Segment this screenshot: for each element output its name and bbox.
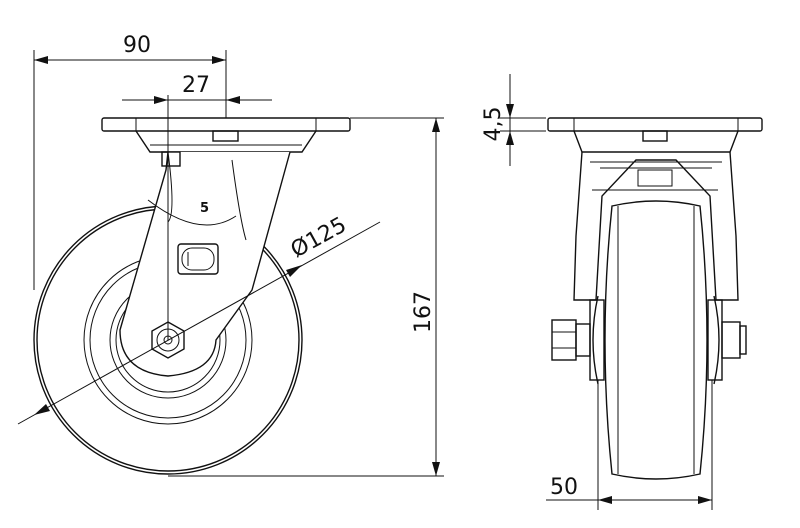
- dimension-width-total: 90: [33, 33, 227, 290]
- dimension-wheel-width: 50: [546, 380, 713, 510]
- fork-side: 5: [119, 151, 291, 377]
- dimension-label-4-5: 4,5: [481, 107, 506, 142]
- dimension-label-50: 50: [550, 475, 578, 500]
- front-top-plate: [547, 117, 763, 153]
- front-fork: [573, 151, 739, 301]
- wheel-front: [589, 200, 723, 480]
- dimension-plate-thickness: 4,5: [481, 74, 546, 166]
- dimension-label-90: 90: [123, 33, 151, 58]
- dimension-height: 167: [168, 117, 444, 477]
- front-view: [547, 117, 763, 480]
- axle-bolt: [551, 319, 747, 361]
- fork-number-mark: 5: [200, 201, 209, 216]
- dimension-offset: 27: [122, 73, 272, 104]
- side-view: 5: [33, 95, 351, 475]
- dimension-label-27: 27: [182, 73, 210, 98]
- top-plate: [101, 117, 351, 153]
- dimension-label-167: 167: [411, 291, 436, 333]
- brand-logo-icon: [177, 243, 219, 275]
